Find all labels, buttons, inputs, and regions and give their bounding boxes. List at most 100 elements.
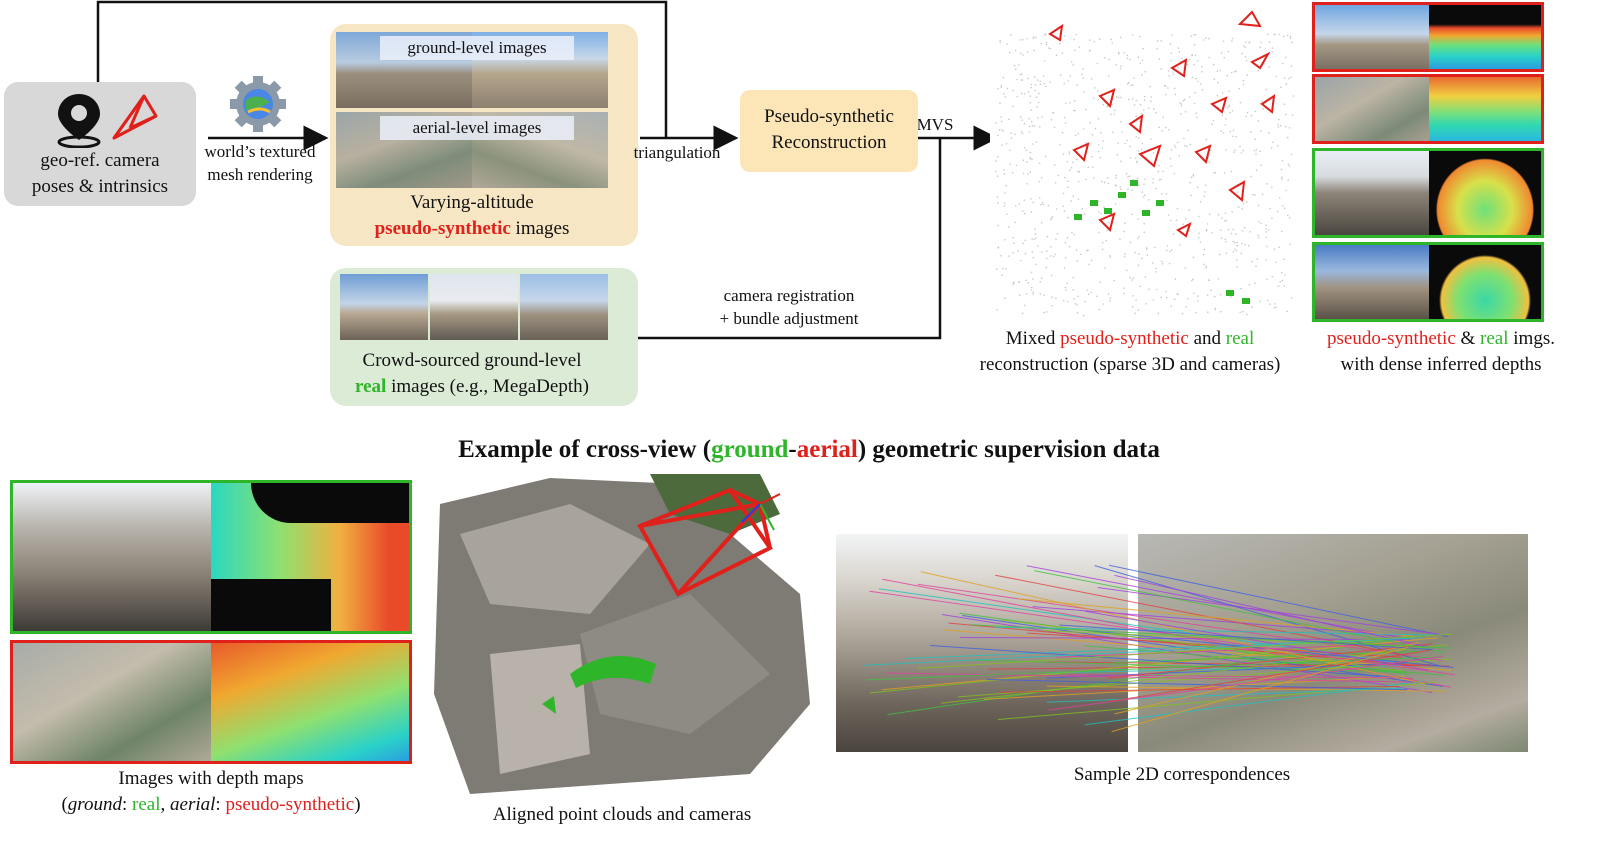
point <box>1021 119 1024 121</box>
point <box>1271 275 1273 278</box>
point <box>1267 299 1269 302</box>
point <box>1051 296 1053 299</box>
point <box>1223 172 1226 174</box>
point <box>1085 108 1087 111</box>
point <box>1278 33 1280 36</box>
depth-maps-caption-line2: (ground: real, aerial: pseudo-synthetic) <box>61 794 361 815</box>
point <box>1021 39 1024 41</box>
point <box>1058 42 1061 45</box>
point <box>1169 157 1172 160</box>
point <box>1255 265 1257 268</box>
point <box>1042 75 1045 77</box>
point <box>1082 128 1085 130</box>
point <box>1075 249 1078 251</box>
point <box>1201 89 1204 91</box>
point <box>1171 34 1173 36</box>
point <box>1283 207 1286 209</box>
point <box>1022 54 1024 56</box>
pose-icons <box>57 94 158 148</box>
point <box>1008 255 1010 257</box>
point <box>1078 170 1081 173</box>
point <box>1288 77 1290 80</box>
point <box>1073 298 1075 300</box>
point <box>1236 259 1238 261</box>
point <box>1138 235 1140 238</box>
point <box>1260 164 1262 166</box>
point <box>1205 230 1208 232</box>
point <box>1216 94 1219 97</box>
point <box>1283 103 1286 105</box>
point <box>1104 267 1106 269</box>
point <box>1114 184 1117 186</box>
point <box>1137 309 1140 312</box>
point <box>1038 92 1040 95</box>
point <box>1090 291 1093 294</box>
point <box>1262 107 1264 110</box>
point <box>1196 295 1199 297</box>
point <box>1004 202 1006 205</box>
point <box>1055 54 1058 56</box>
point <box>1206 294 1209 296</box>
point <box>1196 60 1199 62</box>
point <box>1236 266 1238 268</box>
point <box>1073 99 1076 102</box>
real-image-3 <box>520 274 608 340</box>
point <box>1036 79 1039 81</box>
point-clouds-caption: Aligned point clouds and cameras <box>492 804 752 825</box>
point <box>1016 95 1018 98</box>
point <box>1265 228 1267 230</box>
point <box>1081 207 1084 210</box>
real-depth-pair-2 <box>1312 242 1544 322</box>
point <box>1017 250 1019 252</box>
point <box>1098 308 1101 311</box>
point <box>1261 100 1263 103</box>
point <box>1252 193 1254 196</box>
point <box>1169 43 1172 45</box>
point <box>1034 76 1036 78</box>
point <box>995 122 997 124</box>
point <box>1061 52 1064 54</box>
point <box>1242 202 1245 205</box>
point <box>1087 249 1089 252</box>
point <box>1131 34 1134 36</box>
point <box>1192 173 1195 176</box>
point <box>1106 177 1109 179</box>
point <box>1157 170 1160 173</box>
point <box>1231 210 1233 213</box>
point <box>1113 109 1116 112</box>
point <box>1030 211 1033 213</box>
point <box>1139 120 1141 122</box>
point <box>1275 75 1278 78</box>
point <box>1266 278 1268 281</box>
point <box>1147 107 1150 109</box>
point <box>1259 300 1262 303</box>
point <box>1214 307 1216 310</box>
point <box>1230 170 1233 173</box>
point <box>1205 265 1208 267</box>
point <box>1098 98 1100 101</box>
point <box>1032 143 1034 145</box>
point <box>1013 242 1015 244</box>
point <box>1217 213 1220 216</box>
point <box>1188 58 1191 61</box>
synthetic-caption-line1: Varying-altitude <box>410 192 534 213</box>
point <box>1126 54 1128 57</box>
point <box>1152 299 1155 301</box>
point <box>1234 248 1236 251</box>
point <box>1030 83 1032 86</box>
point <box>1224 124 1227 126</box>
point <box>1161 263 1164 265</box>
point <box>1174 146 1177 149</box>
point <box>1054 182 1057 184</box>
point <box>1066 186 1069 189</box>
point <box>1021 210 1024 212</box>
point <box>1097 118 1100 120</box>
point <box>1168 129 1170 131</box>
point <box>1257 204 1260 207</box>
point <box>1270 147 1273 149</box>
point <box>1056 233 1059 235</box>
point <box>1050 246 1052 248</box>
point <box>1074 49 1076 52</box>
point <box>1127 176 1129 178</box>
point <box>1212 63 1215 66</box>
